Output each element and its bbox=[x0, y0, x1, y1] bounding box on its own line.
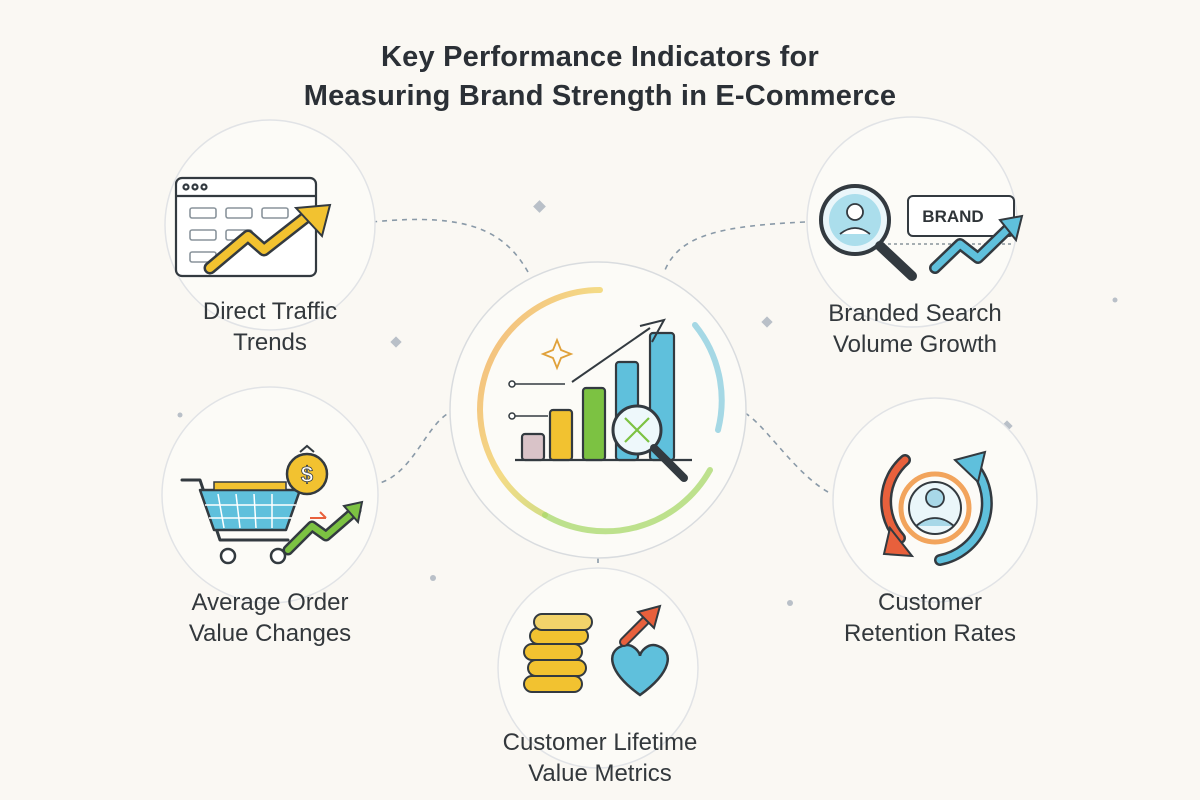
label-line-1: Customer Lifetime bbox=[502, 729, 698, 756]
dot-icon bbox=[430, 575, 436, 581]
connector-retention bbox=[737, 409, 829, 493]
dot-icon bbox=[1112, 297, 1118, 303]
node-lifetime-value bbox=[497, 567, 699, 769]
magnifier-with-brand-tag-icon bbox=[819, 184, 1024, 281]
cart-basket bbox=[198, 488, 302, 532]
center-ring-bottom bbox=[542, 467, 713, 535]
connector-direct-traffic bbox=[371, 218, 529, 273]
coin-stack-with-heart-icon bbox=[523, 604, 669, 697]
person-icon bbox=[846, 203, 864, 221]
label-line-1: Direct Traffic bbox=[202, 298, 338, 325]
node-direct-traffic bbox=[164, 119, 376, 331]
label-line-2: Value Metrics bbox=[528, 760, 672, 787]
label-line-2: Trends bbox=[233, 329, 307, 356]
label-line-1: Customer bbox=[877, 589, 983, 616]
label-line-1: Average Order bbox=[191, 589, 349, 616]
diamond-icon bbox=[533, 200, 546, 213]
center-ring-right bbox=[692, 322, 725, 433]
person-icon bbox=[925, 488, 945, 508]
title-line-2: Measuring Brand Strength in E-Commerce bbox=[303, 80, 897, 112]
label-line-2: Value Changes bbox=[188, 620, 352, 647]
label-line-2: Volume Growth bbox=[832, 331, 998, 358]
label-line-1: Branded Search bbox=[828, 300, 1002, 327]
brand-tag bbox=[907, 195, 1015, 237]
title-line-1: Key Performance Indicators for bbox=[381, 41, 819, 73]
brand-badge-text: BRAND bbox=[922, 207, 983, 226]
dot-icon bbox=[177, 412, 183, 418]
label-lifetime-value: Customer Lifetime Value Metrics bbox=[470, 727, 730, 789]
node-average-order: $ bbox=[161, 386, 379, 604]
dollar-coin bbox=[285, 452, 329, 496]
diagram-title: Key Performance Indicators for Measuring… bbox=[0, 38, 1200, 116]
dollar-symbol: $ bbox=[301, 462, 313, 487]
node-branded-search bbox=[806, 116, 1024, 328]
growth-bar-chart-with-magnifier-icon bbox=[508, 318, 692, 482]
dot-icon bbox=[787, 600, 793, 606]
label-line-2: Retention Rates bbox=[843, 620, 1017, 647]
heart-icon bbox=[611, 643, 669, 697]
label-retention: Customer Retention Rates bbox=[810, 587, 1050, 649]
diamond-icon bbox=[390, 336, 402, 348]
circular-arrows-around-person-icon bbox=[880, 450, 993, 566]
connector-average-order bbox=[371, 409, 456, 486]
label-branded-search: Branded Search Volume Growth bbox=[795, 298, 1035, 360]
diamond-icon bbox=[761, 316, 773, 328]
label-direct-traffic: Direct Traffic Trends bbox=[160, 296, 380, 358]
center-node bbox=[449, 261, 747, 559]
node-retention bbox=[832, 397, 1038, 603]
browser-with-rising-arrow-icon bbox=[174, 176, 332, 278]
shopping-cart-with-dollar-coin-icon: $ bbox=[180, 444, 364, 565]
connector-branded-search bbox=[664, 221, 806, 271]
label-average-order: Average Order Value Changes bbox=[150, 587, 390, 649]
center-ring-left bbox=[476, 287, 603, 518]
